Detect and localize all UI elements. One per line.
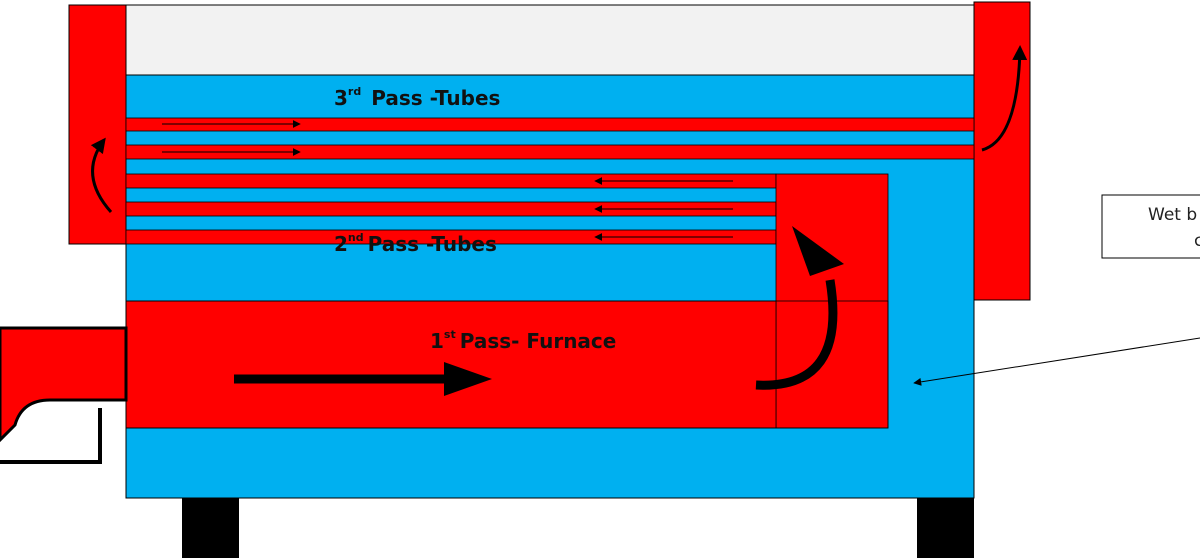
third-pass-tube-1 <box>125 117 975 132</box>
front-smoke-box <box>68 4 127 245</box>
rear-box-curve <box>981 45 1028 152</box>
third-pass-tube-2 <box>125 144 975 160</box>
callout-box <box>1101 194 1200 259</box>
front-box-curve <box>90 137 113 213</box>
callout-line-1: Wet b <box>1148 205 1197 225</box>
right-foot <box>917 498 974 558</box>
burner <box>0 326 128 443</box>
burner-base-outline <box>0 408 102 464</box>
reversal-curve <box>755 279 838 390</box>
steam-space <box>125 4 975 76</box>
left-foot <box>182 498 239 558</box>
callout-pointer <box>913 337 1200 386</box>
furnace-flow-arrowhead <box>444 362 492 396</box>
reversal-arrowhead <box>792 226 844 276</box>
callout-line-2: c <box>1194 231 1200 251</box>
